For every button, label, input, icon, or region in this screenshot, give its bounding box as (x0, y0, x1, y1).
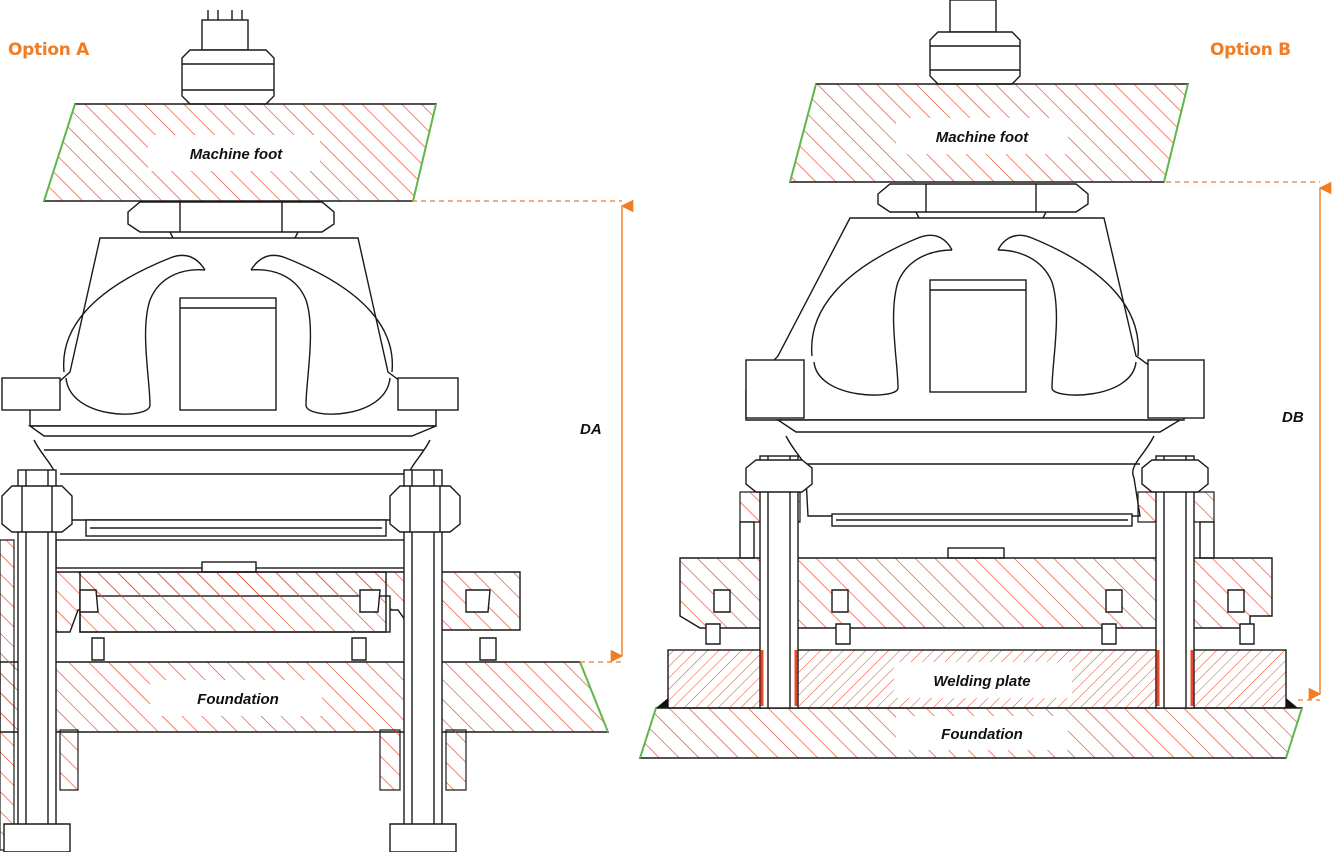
option-a-dimension-label: DA (580, 421, 602, 438)
option-a-base-plate (55, 539, 521, 661)
option-a-right-anchor-bolt (379, 469, 467, 853)
option-a-foundation-label: Foundation (197, 691, 279, 708)
option-a-top-stud (181, 10, 275, 105)
option-b-right-bolt (1141, 455, 1209, 709)
option-b-machine-foot-label: Machine foot (936, 129, 1030, 146)
option-a-leveling-nut (127, 201, 335, 233)
option-b-dimension-label: DB (1282, 409, 1304, 426)
option-a-machine-foot-label: Machine foot (190, 146, 284, 163)
option-a-left-anchor-bolt (0, 469, 79, 853)
option-a-dimension: DA (412, 199, 634, 663)
option-b-title: Option B (1210, 40, 1291, 60)
option-b-left-bolt (745, 455, 813, 709)
option-a-title: Option A (8, 40, 90, 60)
option-b-dimension: DB (1166, 181, 1332, 701)
option-a-drawing: Machine foot (0, 10, 634, 853)
option-b-leveling-nut (877, 183, 1089, 213)
option-a-mount-body (1, 237, 459, 537)
option-b-top-stud (929, 0, 1021, 85)
option-b-welding-plate-label: Welding plate (933, 673, 1030, 690)
option-b-foundation-label: Foundation (941, 726, 1023, 743)
option-b-drawing: Machine foot (639, 0, 1332, 759)
option-b-mount-body (745, 217, 1205, 527)
